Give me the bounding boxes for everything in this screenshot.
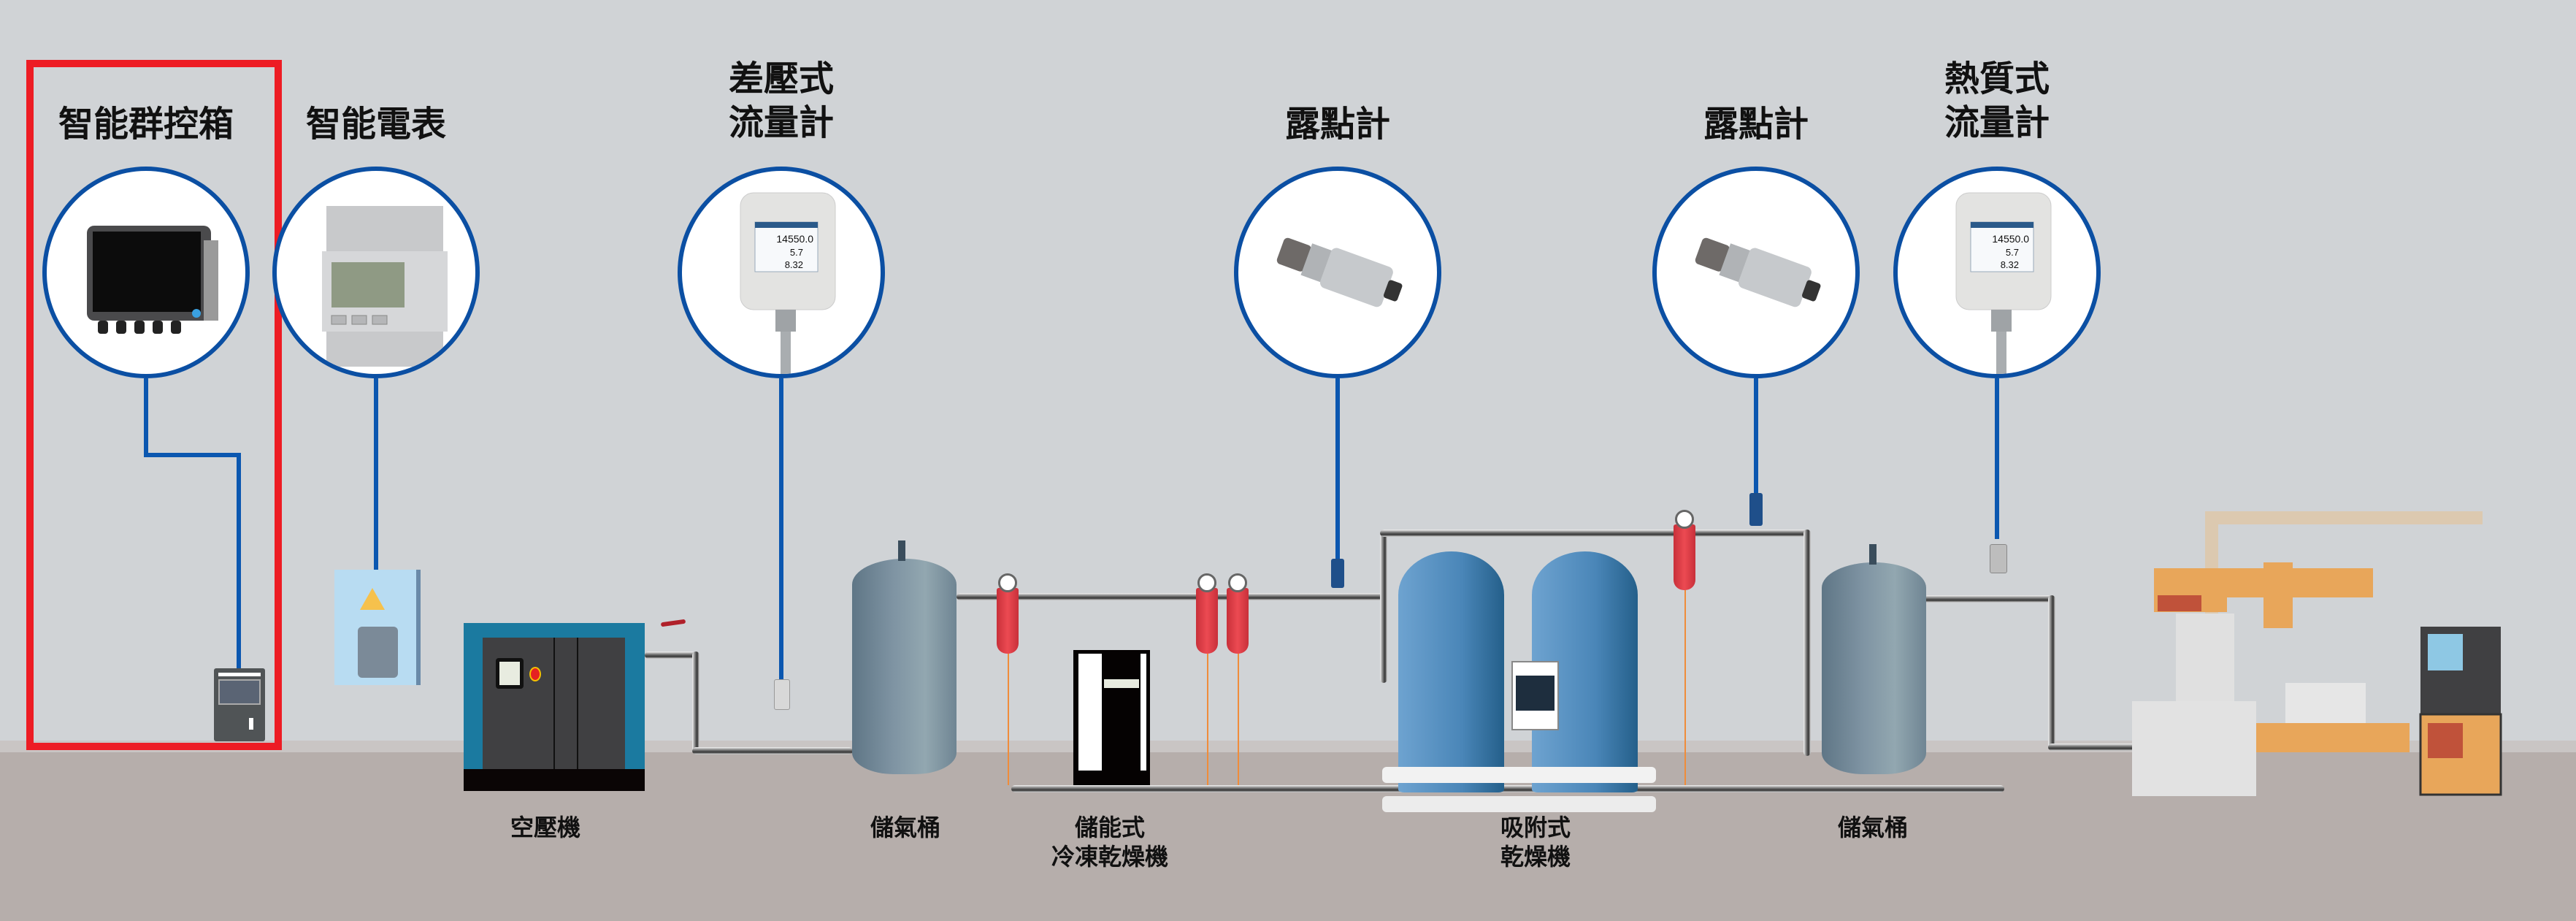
dew-point-sensor-icon [1695,237,1821,307]
air-tank-1[interactable] [852,559,957,774]
air-compressor[interactable] [464,623,645,791]
label-smart-control-box: 智能群控箱 [58,104,234,145]
pipe-main [957,593,1384,600]
wire-dew-point-1 [1335,378,1340,561]
drain-line [1207,654,1208,785]
wire-dp-flowmeter [779,378,783,679]
wall-background [0,0,2576,741]
dew-point-2-circle[interactable] [1652,167,1860,378]
pipe [692,651,699,754]
dp-flowmeter-circle[interactable]: 14550.0 5.7 8.32 [678,167,885,378]
pipe-top [1380,530,1807,537]
filter-4[interactable] [1674,524,1695,590]
label-smart-meter: 智能電表 [305,104,447,145]
thermal-flowmeter-sensor [1990,544,2007,573]
filter-1[interactable] [997,588,1019,654]
label-dew-point-1: 露點計 [1284,104,1391,145]
filter-2[interactable] [1196,588,1218,654]
din-meter-icon [322,206,448,367]
label-air-tank-2: 儲氣桶 [1837,814,1909,841]
drain-line [1008,654,1009,785]
wire-dew-point-2 [1754,378,1758,495]
production-machine[interactable] [2132,504,2526,796]
dew-point-1-circle[interactable] [1234,167,1441,378]
label-air-tank-1: 儲氣桶 [870,814,941,841]
control-cabinet[interactable] [214,668,265,741]
label-refrigerated-dryer: 儲能式 冷凍乾燥機 [1051,814,1169,871]
thermal-flowmeter-circle[interactable]: 14550.0 5.7 8.32 [1893,167,2101,378]
pipe [1380,530,1387,683]
smart-control-box-circle[interactable] [42,167,250,378]
dryer-manifold [1382,767,1656,783]
dryer-manifold [1382,796,1656,812]
flow-value: 14550.0 [776,233,813,245]
wire-control-box-2 [144,453,241,457]
velocity-value: 5.7 [2006,247,2019,258]
drain-line [1684,590,1686,785]
smart-control-box-highlight [26,60,282,750]
gauge-icon [998,573,1017,592]
label-dp-flowmeter: 差壓式 流量計 [728,58,835,143]
label-dew-point-2: 露點計 [1703,104,1809,145]
velocity-value: 5.7 [790,247,803,258]
gauge-icon [1197,573,1216,592]
dew-point-probe-1 [1331,559,1344,588]
gauge-icon [1228,573,1247,592]
filter-3[interactable] [1227,588,1249,654]
wire-control-box-3 [237,453,241,672]
label-air-compressor: 空壓機 [510,814,581,841]
pipe [692,747,853,754]
electric-meter-panel[interactable] [334,570,421,685]
flowmeter-icon: 14550.0 5.7 8.32 [1955,192,2052,374]
refrigerated-dryer[interactable] [1073,650,1150,785]
dp-flowmeter-sensor [774,679,790,710]
pressure-value: 8.32 [2001,259,2019,270]
dryer-controller[interactable] [1511,661,1559,730]
adsorption-tower-1[interactable] [1398,551,1504,792]
pipe [1803,530,1811,756]
pipe [645,651,696,659]
wire-control-box-1 [144,378,148,456]
drain-line [1238,654,1239,785]
pipe [1924,595,2052,603]
wire-thermal-flowmeter [1995,378,1999,539]
gauge-icon [1675,510,1694,529]
label-adsorption-dryer: 吸附式 乾燥機 [1500,814,1571,871]
flow-value: 14550.0 [1992,233,2029,245]
pipe-drain-line [1011,785,2004,792]
wire-smart-meter [374,378,378,645]
label-thermal-flowmeter: 熱質式 流量計 [1944,58,2050,143]
touch-panel-icon [87,226,218,334]
dew-point-probe-2 [1749,493,1763,526]
tank-valve [898,540,905,561]
dew-point-sensor-icon [1276,237,1403,307]
pipe [2048,744,2143,751]
smart-meter-circle[interactable] [272,167,480,378]
tank-valve [1869,544,1877,565]
warning-icon [360,588,385,610]
pressure-value: 8.32 [785,259,803,270]
air-tank-2[interactable] [1822,562,1926,774]
flowmeter-icon: 14550.0 5.7 8.32 [740,192,836,374]
pipe [2048,595,2055,749]
